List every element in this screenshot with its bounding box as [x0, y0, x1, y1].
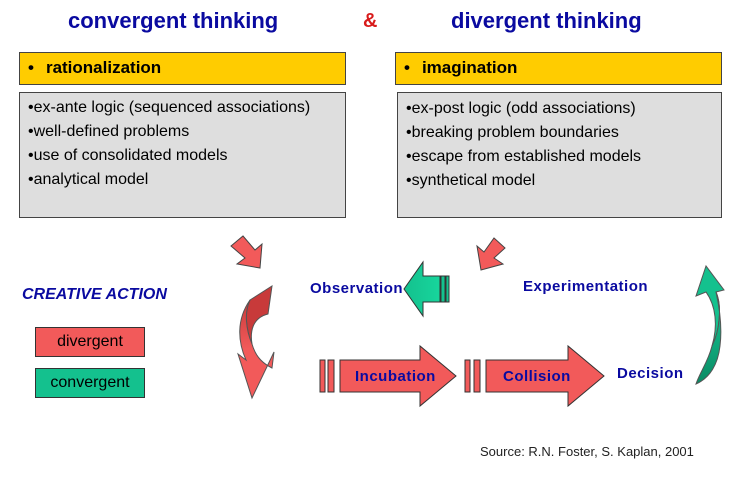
header-bullet: •: [28, 58, 34, 77]
observation-label: Observation: [310, 280, 404, 297]
rationalization-label: rationalization: [45, 58, 162, 77]
incubation-label: Incubation: [355, 368, 436, 385]
imagination-header: • imagination: [395, 52, 722, 85]
list-item: •analytical model: [28, 171, 149, 188]
title-divergent-thinking: divergent thinking: [451, 8, 642, 33]
collision-label: Collision: [503, 368, 571, 385]
experimentation-label: Experimentation: [523, 278, 649, 295]
list-item: •ex-post logic (odd associations): [406, 100, 636, 117]
red-down-arrow-right: [476, 237, 506, 271]
red-down-arrow-left: [230, 235, 263, 269]
incubation-arrow: [319, 344, 457, 408]
decision-label: Decision: [617, 365, 684, 382]
title-ampersand: &: [363, 10, 378, 32]
list-item: •ex-ante logic (sequenced associations): [28, 99, 311, 116]
list-item: •use of consolidated models: [28, 147, 228, 164]
imagination-label: imagination: [421, 58, 518, 77]
collision-arrow: [464, 344, 605, 408]
creative-action-label: CREATIVE ACTION: [22, 286, 167, 303]
rationalization-header: • rationalization: [19, 52, 346, 85]
title-convergent-thinking: convergent thinking: [68, 8, 279, 33]
list-item: •escape from established models: [406, 148, 642, 165]
green-curved-arrow: [695, 264, 725, 385]
legend-divergent: divergent: [35, 327, 145, 357]
observation-arrow: [403, 260, 450, 318]
list-item: •well-defined problems: [28, 123, 190, 140]
header-bullet: •: [404, 58, 410, 77]
list-item: •synthetical model: [406, 172, 536, 189]
legend-convergent: convergent: [35, 368, 145, 398]
convergent-characteristics-list: •ex-ante logic (sequenced associations) …: [19, 92, 346, 218]
source-citation: Source: R.N. Foster, S. Kaplan, 2001: [480, 444, 694, 459]
list-item: •breaking problem boundaries: [406, 124, 619, 141]
red-curved-arrow: [237, 284, 275, 400]
divergent-characteristics-list: •ex-post logic (odd associations) •break…: [397, 92, 722, 218]
